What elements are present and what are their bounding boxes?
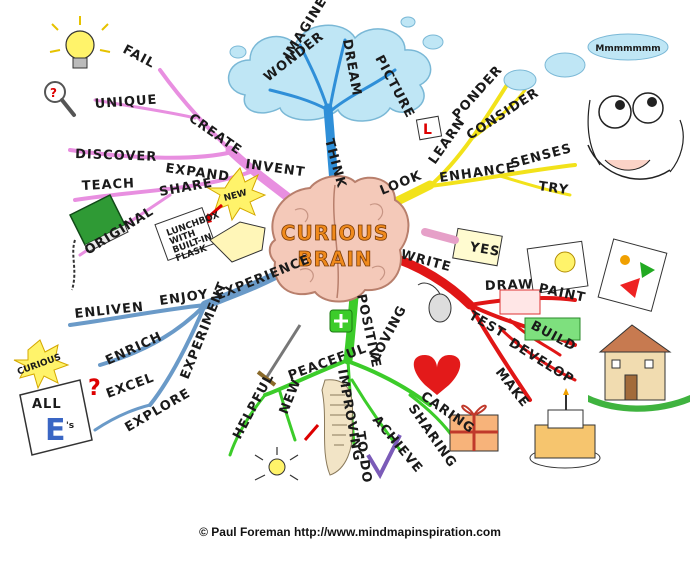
yes-note: YES (421, 227, 503, 267)
label-draw: DRAW (485, 277, 534, 294)
sword-icon (256, 324, 302, 387)
all-es-line1: ALL (32, 397, 62, 412)
cake-icon (529, 388, 601, 469)
mouse-icon (417, 282, 452, 323)
bricks-icon (499, 289, 581, 341)
checkmark-icon (366, 434, 402, 480)
brain-illustration: CURIOUS BRAIN (268, 175, 410, 303)
eyes-face-icon (587, 92, 684, 180)
plus-badge-icon (329, 309, 353, 333)
label-create: CREATE (186, 111, 245, 158)
learner-plate-icon: L (415, 115, 443, 141)
magnifier-icon: ? (44, 81, 76, 117)
idea-sparkle-icon (254, 424, 320, 481)
heart-icon (413, 355, 461, 395)
center-title-line2: BRAIN (297, 247, 372, 271)
label-share: SHARE (158, 176, 214, 200)
gift-icon (449, 404, 499, 452)
label-unique: UNIQUE (94, 93, 158, 112)
book-icon (68, 193, 129, 291)
house-icon (588, 324, 690, 412)
thought-bubbles-right: Mmmmmmm (503, 33, 669, 91)
todo-list-icon (321, 379, 354, 476)
yes-note-label: YES (468, 240, 502, 260)
center-title-line1: CURIOUS (281, 221, 389, 245)
label-enjoy: ENJOY (158, 287, 209, 309)
label-discover: DISCOVER (75, 147, 158, 165)
label-todo: TO-DO (352, 430, 374, 484)
label-excel: EXCEL (104, 371, 156, 402)
painting-icon (597, 238, 668, 312)
lightbulb-icon (49, 16, 111, 69)
lunchbox-card: LUNCHBOX WITH BUILT-IN FLASK (154, 206, 266, 264)
all-es-card: ALL E 's ? (19, 376, 101, 456)
red-question-mark: ? (88, 376, 101, 401)
sun-drawing (526, 240, 589, 295)
label-helpful: HELPFUL (230, 371, 277, 442)
label-enliven: ENLIVEN (74, 300, 145, 322)
label-teach: TEACH (81, 176, 135, 194)
svg-text:?: ? (50, 86, 57, 100)
svg-text:L: L (423, 122, 432, 138)
all-es-line2: E (45, 413, 66, 448)
thought-cloud (227, 16, 444, 122)
label-fail: FAIL (120, 42, 158, 71)
all-es-line3: 's (66, 421, 74, 431)
label-try: TRY (537, 179, 569, 198)
cloud-text: Mmmmmmm (595, 44, 660, 54)
label-enrich: ENRICH (103, 329, 165, 368)
curious-burst: CURIOUS (13, 339, 70, 390)
copyright-footer: © Paul Foreman http://www.mindmapinspira… (199, 525, 501, 539)
